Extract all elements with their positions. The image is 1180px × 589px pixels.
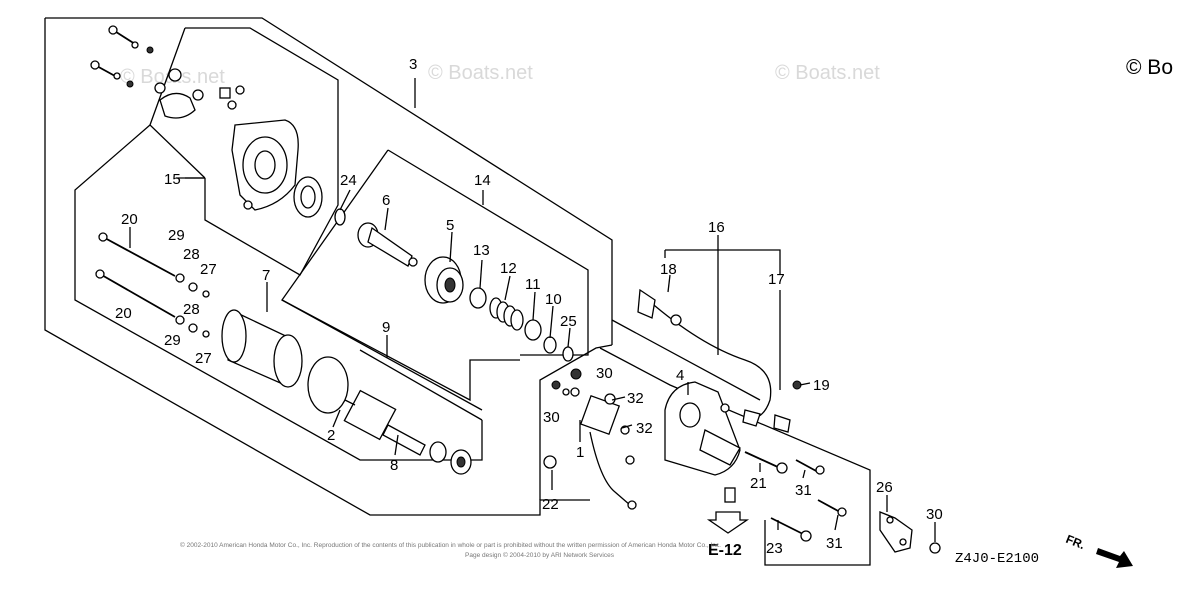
callout-28b: 28	[183, 301, 200, 318]
ring-11	[524, 319, 542, 341]
watermark: © Boats.net	[775, 62, 880, 84]
reference-label: E-12	[708, 542, 742, 559]
callout-5: 5	[446, 217, 454, 234]
footer-copyright: © 2002-2010 American Honda Motor Co., In…	[180, 541, 721, 549]
callout-16: 16	[708, 219, 725, 236]
callout-30b: 30	[543, 409, 560, 426]
callout-17: 17	[768, 271, 785, 288]
callout-15: 15	[164, 171, 181, 188]
bracket-26	[879, 511, 941, 554]
box-4	[599, 235, 871, 566]
callout-4: 4	[676, 367, 684, 384]
ring-13	[469, 287, 487, 309]
callout-29a: 29	[168, 227, 185, 244]
yoke-7	[221, 309, 303, 388]
front-arrow	[1096, 548, 1133, 568]
callout-9: 9	[382, 319, 390, 336]
o-ring-9	[307, 356, 349, 414]
leader-lines	[129, 177, 936, 542]
callout-25: 25	[560, 313, 577, 330]
bolt-top-left	[90, 25, 154, 88]
callout-31b: 31	[826, 535, 843, 552]
callout-1: 1	[576, 444, 584, 461]
callout-19: 19	[813, 377, 830, 394]
callout-8: 8	[390, 457, 398, 474]
callout-2: 2	[327, 427, 335, 444]
copyright-corner: © Bo	[1126, 56, 1173, 79]
callout-31a: 31	[795, 482, 812, 499]
washer-24	[334, 208, 346, 226]
callout-3: 3	[409, 56, 417, 73]
front-label: FR.	[1064, 532, 1087, 552]
cable-16	[637, 288, 791, 433]
callouts: 3 15 24 6 14 5 13 12 11 10 25 16 18 17 2…	[115, 56, 943, 557]
callout-10: 10	[545, 291, 562, 308]
footer-page-design: Page design © 2004-2010 by ARI Network S…	[465, 551, 615, 559]
callout-27b: 27	[195, 350, 212, 367]
callout-28a: 28	[183, 246, 200, 263]
callout-22: 22	[542, 496, 559, 513]
box-bolts	[74, 124, 483, 461]
callout-21: 21	[750, 475, 767, 492]
callout-27a: 27	[200, 261, 217, 278]
callout-32a: 32	[627, 390, 644, 407]
armature-2	[343, 389, 426, 456]
pinion-shaft	[357, 222, 418, 267]
callout-20b: 20	[115, 305, 132, 322]
bearing-hole	[456, 456, 466, 468]
callout-24: 24	[340, 172, 357, 189]
through-bolts	[95, 232, 210, 338]
callout-29b: 29	[164, 332, 181, 349]
callout-13: 13	[473, 242, 490, 259]
callout-32b: 32	[636, 420, 653, 437]
brush-holder	[154, 68, 245, 119]
washer-10	[543, 336, 557, 354]
reference-arrow	[706, 511, 750, 534]
gear-5	[424, 256, 464, 304]
solenoid-1	[543, 368, 637, 510]
spring-12	[489, 297, 524, 331]
callout-30c: 30	[926, 506, 943, 523]
diagram-code: Z4J0-E2100	[955, 551, 1039, 567]
box-14	[281, 149, 589, 402]
bolt-19	[792, 380, 802, 390]
bearing-8a	[429, 441, 447, 463]
housing-4	[664, 381, 741, 503]
watermark: © Boats.net	[428, 62, 533, 84]
clip-25	[562, 346, 574, 362]
callout-11: 11	[525, 276, 541, 293]
box-yoke	[281, 299, 483, 411]
callout-26: 26	[876, 479, 893, 496]
callout-20a: 20	[121, 211, 138, 228]
assembly-outline-3	[44, 17, 613, 516]
bolts-right	[744, 451, 847, 542]
callout-18: 18	[660, 261, 677, 278]
callout-14: 14	[474, 172, 491, 189]
callout-7: 7	[262, 267, 270, 284]
callout-30a: 30	[596, 365, 613, 382]
callout-6: 6	[382, 192, 390, 209]
callout-23: 23	[766, 540, 783, 557]
callout-12: 12	[500, 260, 517, 277]
end-cover	[231, 119, 323, 218]
